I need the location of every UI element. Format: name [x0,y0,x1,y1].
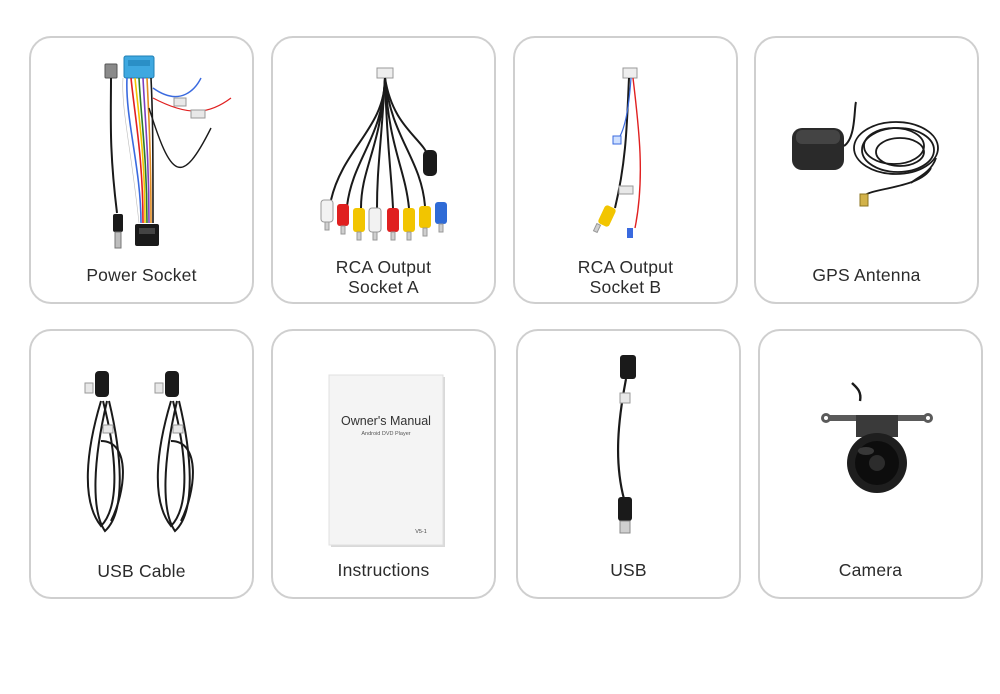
item-label: USB [518,560,739,580]
item-card-camera: Camera [758,329,983,599]
camera-icon [821,382,933,493]
item-label: GPS Antenna [756,265,977,285]
usb-cable-icon [84,371,194,533]
item-label: RCA Output Socket A [273,257,494,297]
item-label: Camera [760,560,981,580]
item-card-rca-output-socket-b: RCA Output Socket B [513,36,738,304]
item-card-gps-antenna: GPS Antenna [754,36,979,304]
item-card-usb: USB [516,329,741,599]
item-label-line: Power Socket [86,265,197,285]
rca-cable-icon [592,67,642,238]
item-label-line: GPS Antenna [812,265,921,285]
item-label-line: USB [610,560,647,580]
gps-antenna-icon [792,101,939,207]
wiring-harness-icon [104,55,232,249]
rca-cable-icon [320,67,447,241]
manual-title: Owner's Manual [341,414,431,428]
item-label-line: Instructions [337,560,430,580]
manual-subtitle: Android DVD Player [361,431,410,437]
item-label-line: Socket A [348,277,419,297]
item-card-power-socket: Power Socket [29,36,254,304]
item-label-line: RCA Output [335,257,432,277]
item-label: Instructions [273,560,494,580]
item-card-instructions: Owner's Manual Android DVD Player V5-1 I… [271,329,496,599]
item-label: USB Cable [31,561,252,581]
item-label-line: Camera [838,560,903,580]
item-label-line: Socket B [589,277,662,297]
item-label: Power Socket [31,265,252,285]
item-card-rca-output-socket-a: RCA Output Socket A [271,36,496,304]
item-label-line: RCA Output [577,257,674,277]
item-card-usb-cable: USB Cable [29,329,254,599]
manual-booklet-icon: Owner's Manual Android DVD Player V5-1 [328,374,445,547]
manual-version: V5-1 [415,529,427,535]
item-label-line: USB Cable [97,561,186,581]
item-label: RCA Output Socket B [515,257,736,297]
usb-adapter-icon [616,355,636,534]
